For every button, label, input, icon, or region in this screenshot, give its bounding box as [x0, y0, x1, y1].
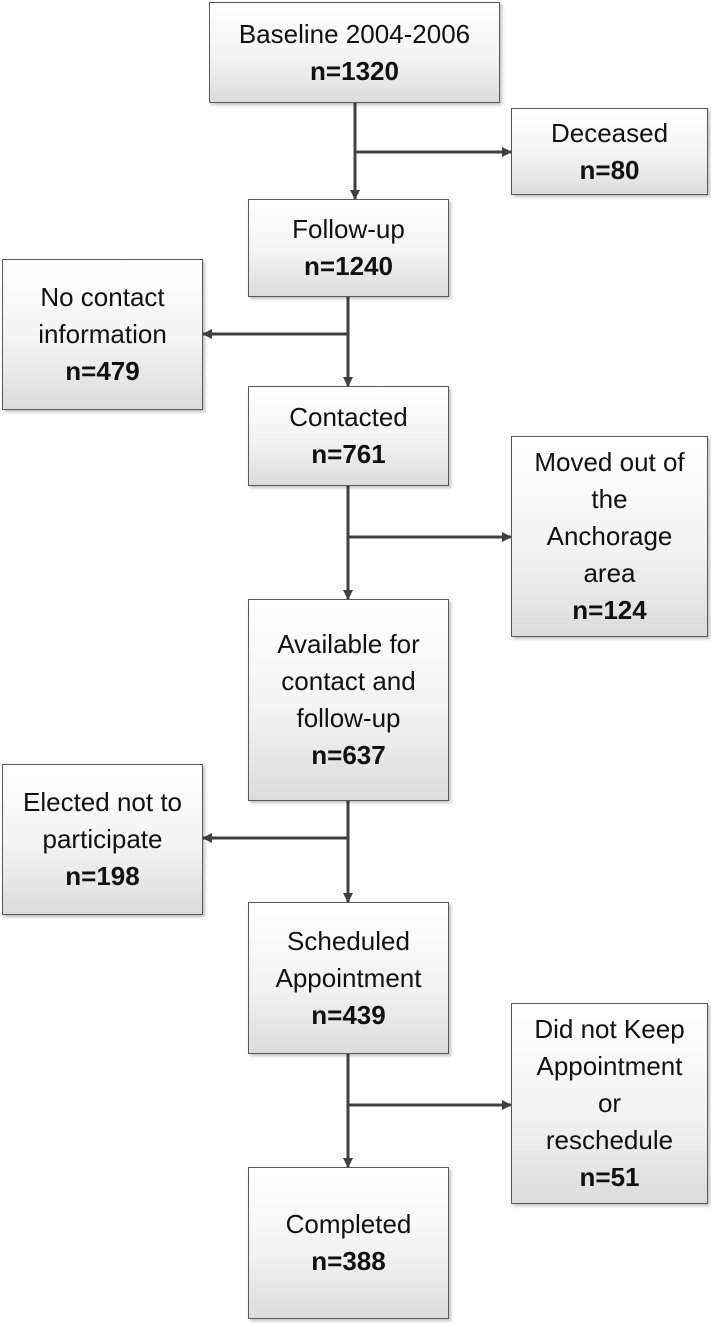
box-label: contact and	[281, 666, 416, 696]
box-label: Appointment	[275, 962, 422, 993]
box-count: n=1240	[304, 251, 393, 281]
box-label: Elected not to	[23, 787, 182, 817]
box-count: n=479	[65, 356, 140, 386]
box-available: Available for contact and follow-up n=63…	[248, 599, 449, 801]
box-moved-out: Moved out of the Anchorage area n=124	[511, 436, 708, 637]
box-follow-up: Follow-up n=1240	[248, 199, 449, 297]
box-label: Follow-up	[292, 214, 405, 244]
box-label: Deceased	[550, 117, 669, 148]
box-label: follow-up	[296, 703, 401, 733]
box-label: participate	[42, 824, 163, 854]
box-baseline: Baseline 2004-2006 n=1320	[209, 2, 500, 103]
box-completed: Completed n=388	[248, 1167, 449, 1319]
box-deceased: Deceased n=80	[511, 108, 708, 195]
box-count: n=80	[579, 154, 640, 185]
box-count: n=1320	[310, 55, 399, 86]
box-label: reschedule	[545, 1125, 674, 1155]
box-label: or	[597, 1088, 622, 1118]
box-label: Did not Keep	[534, 1014, 685, 1044]
box-count: n=637	[311, 740, 386, 770]
box-did-not-keep: Did not Keep Appointment or reschedule n…	[511, 1003, 708, 1204]
box-label: information	[38, 319, 167, 349]
box-count: n=124	[572, 595, 647, 625]
box-count: n=761	[311, 439, 386, 469]
box-label: area	[583, 558, 636, 588]
box-label: Available for	[277, 629, 420, 659]
box-count: n=51	[579, 1162, 640, 1192]
box-label: Appointment	[536, 1051, 683, 1081]
box-count: n=439	[311, 999, 386, 1030]
box-label: Moved out of	[534, 447, 685, 477]
box-elected-not: Elected not to participate n=198	[2, 764, 203, 915]
box-label: Anchorage	[546, 521, 673, 551]
box-label: No contact	[40, 282, 165, 312]
box-count: n=198	[65, 861, 140, 891]
box-no-contact: No contact information n=479	[2, 259, 203, 410]
box-label: Baseline 2004-2006	[238, 18, 471, 49]
box-scheduled: Scheduled Appointment n=439	[248, 902, 449, 1054]
box-contacted: Contacted n=761	[248, 386, 449, 486]
box-label: Contacted	[289, 402, 408, 432]
box-label: the	[591, 484, 628, 514]
box-label: Completed	[285, 1209, 412, 1239]
box-count: n=388	[311, 1246, 386, 1276]
box-label: Scheduled	[287, 925, 410, 956]
